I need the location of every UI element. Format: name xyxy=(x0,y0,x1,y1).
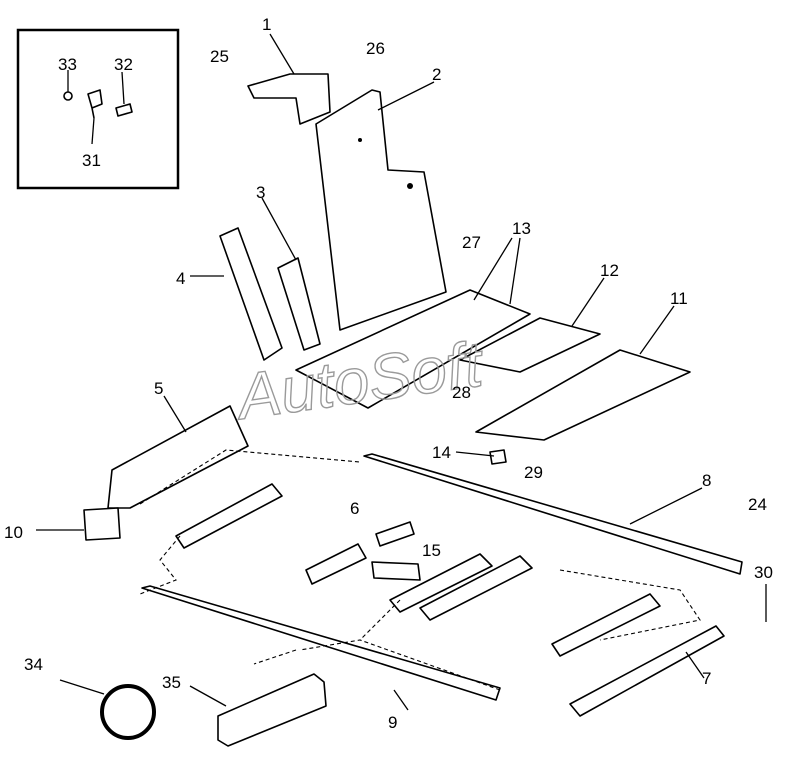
callout-10: 10 xyxy=(4,523,23,542)
part-2-back-panel xyxy=(315,89,447,331)
callout-9: 9 xyxy=(388,713,397,732)
callout-15: 15 xyxy=(422,541,441,560)
callout-28: 28 xyxy=(452,383,471,402)
callout-13: 13 xyxy=(512,219,531,238)
part-6-block-d xyxy=(389,553,493,613)
callout-5: 5 xyxy=(154,379,163,398)
callout-6: 6 xyxy=(350,499,359,518)
callout-11: 11 xyxy=(670,289,688,308)
callout-26: 26 xyxy=(366,39,385,58)
callout-34: 34 xyxy=(24,655,43,674)
part-33-nut xyxy=(63,91,73,101)
assembly-dashed-outline xyxy=(139,449,701,691)
callout-1: 1 xyxy=(262,15,271,34)
callout-29: 29 xyxy=(524,463,543,482)
part-6-block-c xyxy=(375,521,415,547)
part-15-block xyxy=(371,561,421,581)
callout-4: 4 xyxy=(176,269,185,288)
callout-24: 24 xyxy=(748,495,767,514)
part-13-floor-panel xyxy=(295,289,531,409)
part-32-bolt xyxy=(115,103,133,117)
callout-labels: 1 2 3 4 5 6 7 8 9 10 11 12 13 14 15 24 2… xyxy=(4,15,773,732)
callout-32: 32 xyxy=(114,55,133,74)
part-6-block-b xyxy=(305,543,367,585)
part-11-panel xyxy=(475,349,691,441)
part-4-side-member xyxy=(219,227,283,361)
callout-30: 30 xyxy=(754,563,773,582)
callout-3: 3 xyxy=(256,183,265,202)
inset-detail-box xyxy=(16,28,180,190)
part-1-bracket xyxy=(247,73,331,125)
callout-2: 2 xyxy=(432,65,441,84)
leader-lines xyxy=(36,33,767,711)
callout-31: 31 xyxy=(82,151,101,170)
part-6-block-e xyxy=(419,555,533,621)
part-6-block-f xyxy=(551,593,661,657)
part-34-ring xyxy=(100,684,156,740)
part-12-panel xyxy=(459,317,601,373)
part-8-rail xyxy=(363,453,743,575)
callout-27: 27 xyxy=(462,233,481,252)
part-5-frame xyxy=(107,405,249,509)
part-14-clip xyxy=(489,449,507,465)
part-10-block xyxy=(83,507,121,541)
part-9-rail xyxy=(141,585,501,701)
part-6-block-a xyxy=(175,483,283,549)
part-7-bracket xyxy=(569,625,725,717)
part-35-strip xyxy=(217,673,327,747)
part-31-clip xyxy=(87,89,103,119)
callout-35: 35 xyxy=(162,673,181,692)
callout-25: 25 xyxy=(210,47,229,66)
callout-14: 14 xyxy=(432,443,451,462)
part-3-support xyxy=(277,257,321,351)
callout-33: 33 xyxy=(58,55,77,74)
callout-8: 8 xyxy=(702,471,711,490)
callout-12: 12 xyxy=(600,261,619,280)
callout-7: 7 xyxy=(702,669,711,688)
